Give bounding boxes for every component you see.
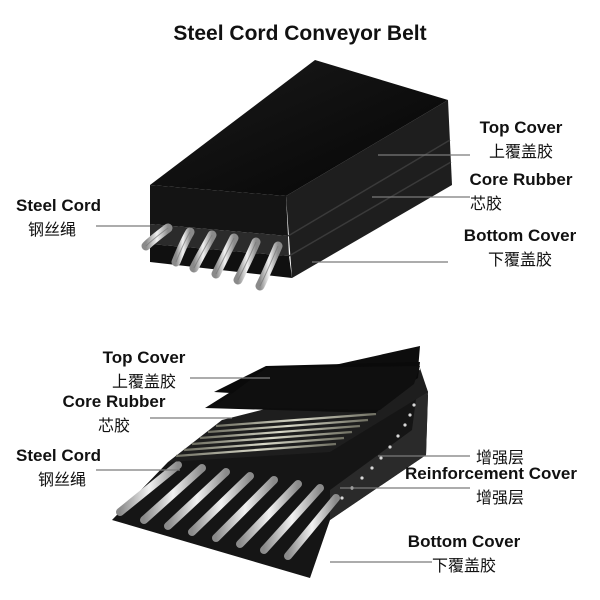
- belt2-steel-cords: [116, 461, 340, 560]
- belt2-top-slab: [214, 366, 420, 410]
- label-d2-bottom-cover: Bottom Cover 下覆盖胶: [394, 532, 534, 576]
- label-d1-core-rubber-en: Core Rubber: [469, 170, 573, 189]
- label-d2-core-rubber-en: Core Rubber: [62, 392, 166, 411]
- belt2-reinforcement-stripes: [175, 412, 377, 458]
- label-d2-core-rubber-zh: 芯胶: [97, 416, 130, 435]
- label-d1-core-rubber-zh: 芯胶: [470, 194, 503, 213]
- label-d1-steel-cord: Steel Cord 钢丝绳: [16, 196, 126, 240]
- label-d2-steel-cord: Steel Cord 钢丝绳: [16, 446, 126, 490]
- belt1-top-surface: [150, 60, 448, 196]
- label-d2-steel-cord-zh: 钢丝绳: [38, 470, 87, 489]
- label-d2-reinforcement-cover-en: Reinforcement Cover: [405, 464, 577, 483]
- label-d1-top-cover-en: Top Cover: [479, 118, 563, 137]
- belt-diagram-1: [96, 60, 470, 291]
- label-d2-core-rubber: Core Rubber 芯胶: [50, 392, 178, 436]
- label-d1-bottom-cover: Bottom Cover 下覆盖胶: [450, 226, 590, 270]
- label-d2-top-cover-zh: 上覆盖胶: [111, 372, 176, 391]
- label-d1-top-cover: Top Cover 上覆盖胶: [456, 118, 586, 162]
- belt2-right-side: [330, 368, 428, 520]
- label-d1-bottom-cover-en: Bottom Cover: [463, 226, 577, 245]
- label-d1-top-cover-zh: 上覆盖胶: [488, 142, 553, 161]
- belt1-front-top-cover: [150, 185, 288, 236]
- belt2-leader-lines: [96, 377, 470, 563]
- label-d2-bottom-cover-zh: 下覆盖胶: [431, 556, 496, 575]
- label-d1-core-rubber: Core Rubber 芯胶: [446, 170, 596, 214]
- label-d2-top-cover-en: Top Cover: [102, 348, 186, 367]
- label-d2-reinforcement-top-zh: 增强层: [476, 448, 525, 467]
- label-d2-bottom-cover-en: Bottom Cover: [407, 532, 521, 551]
- belt-diagram-2: [96, 346, 470, 578]
- label-d2-reinforcement-cover: Reinforcement Cover 增强层: [386, 464, 596, 508]
- label-d1-steel-cord-zh: 钢丝绳: [28, 220, 77, 239]
- page-title: Steel Cord Conveyor Belt: [173, 22, 427, 45]
- label-d2-steel-cord-en: Steel Cord: [16, 446, 102, 465]
- label-d1-steel-cord-en: Steel Cord: [16, 196, 102, 215]
- label-d2-top-cover: Top Cover 上覆盖胶: [86, 348, 202, 392]
- belt1-leader-lines: [96, 154, 470, 263]
- label-d2-reinforcement-top: 增强层: [476, 444, 556, 468]
- label-d1-bottom-cover-zh: 下覆盖胶: [487, 250, 552, 269]
- label-d2-reinforcement-cover-zh: 增强层: [476, 488, 525, 507]
